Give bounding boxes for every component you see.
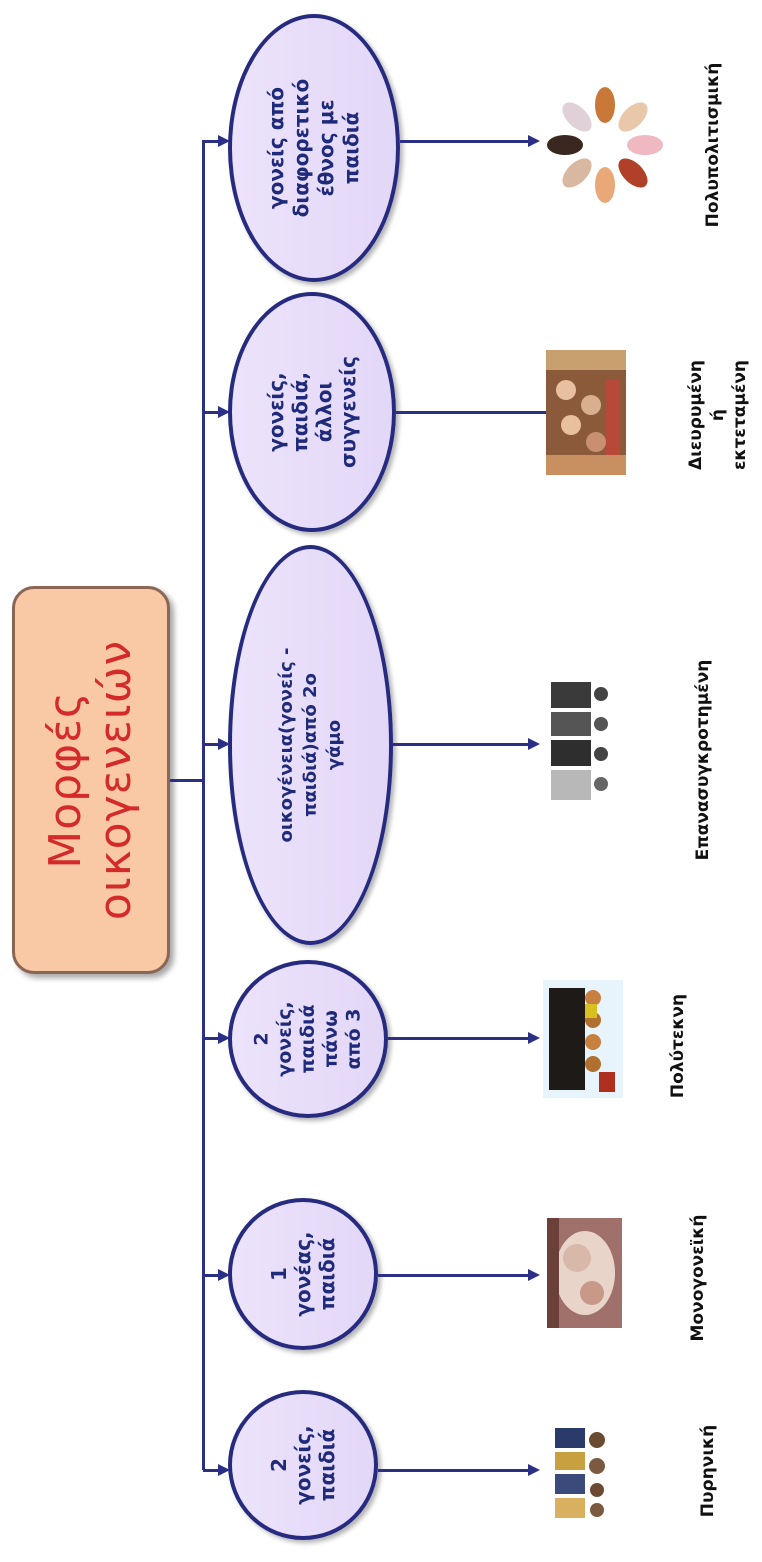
picture-connector xyxy=(396,411,546,414)
title-line-2: οικογενειών xyxy=(90,639,141,921)
branch-arrow xyxy=(218,1269,230,1281)
branch-line xyxy=(203,1469,223,1472)
picture-connector xyxy=(378,1274,530,1277)
branch-line xyxy=(203,140,223,143)
extended-family-photo xyxy=(546,350,626,475)
branch-line xyxy=(203,743,223,746)
family-node-large: 2 γονείς, παιδιά πάνω από 3 xyxy=(228,960,388,1118)
family-node-single-parent: 1 γονέας, παιδιά xyxy=(228,1198,378,1350)
branch-arrow xyxy=(218,1464,230,1476)
branch-line xyxy=(203,1274,223,1277)
large-family-photo xyxy=(543,980,623,1098)
branch-arrow xyxy=(218,738,230,750)
picture-arrow xyxy=(528,135,540,147)
picture-arrow xyxy=(528,738,540,750)
nuclear-family-photo xyxy=(545,1420,620,1525)
label-extended: Διευρυμένη ή εκτεταμένη xyxy=(686,359,750,471)
label-single-parent: Μονογονεϊκή xyxy=(688,1214,708,1342)
family-node-extended: γονείς, παιδιά, άλλοι συγγενείς xyxy=(228,292,396,532)
branch-line xyxy=(203,1037,223,1040)
family-node-multicultural: γονείς από διαφορετικό έθνος με παιδιά xyxy=(228,14,400,282)
family-node-nuclear: 2 γονείς, παιδιά xyxy=(228,1390,378,1540)
node-text: 2 γονείς, παιδιά πάνω από 3 xyxy=(250,1001,365,1077)
node-text: γονείς, παιδιά, άλλοι συγγενείς xyxy=(264,356,360,468)
title-text: Μορφές οικογενειών xyxy=(40,590,141,970)
label-blended: Επανασυγκροτημένη xyxy=(693,659,713,861)
title-line-1: Μορφές xyxy=(40,691,91,869)
branch-line xyxy=(203,411,223,414)
node-text: 1 γονέας, παιδιά xyxy=(267,1231,339,1317)
picture-arrow xyxy=(528,1464,540,1476)
picture-arrow xyxy=(528,1269,540,1281)
label-multicultural: Πολυπολιτισμική xyxy=(703,62,723,228)
node-text: οικογένεια(γονείς - παιδιά)από 2ο γάμο xyxy=(275,647,345,843)
single-parent-photo xyxy=(547,1218,622,1328)
title-box: Μορφές οικογενειών xyxy=(12,586,170,974)
picture-arrow xyxy=(528,1032,540,1044)
picture-connector xyxy=(388,1037,530,1040)
branch-arrow xyxy=(218,135,230,147)
branch-arrow xyxy=(218,1032,230,1044)
picture-connector xyxy=(400,140,530,143)
label-nuclear: Πυρηνική xyxy=(698,1424,718,1518)
node-text: 2 γονείς, παιδιά xyxy=(267,1425,339,1505)
picture-connector xyxy=(393,743,530,746)
branch-arrow xyxy=(218,406,230,418)
multicultural-hands-icon xyxy=(540,80,670,210)
picture-connector xyxy=(378,1469,530,1472)
blended-family-photo xyxy=(543,672,633,812)
trunk-line xyxy=(202,140,205,1470)
label-large: Πολύτεκνη xyxy=(668,993,688,1099)
family-node-blended: οικογένεια(γονείς - παιδιά)από 2ο γάμο xyxy=(228,545,393,945)
node-text: γονείς από διαφορετικό έθνος με παιδιά xyxy=(264,78,363,218)
title-connector xyxy=(170,779,204,782)
